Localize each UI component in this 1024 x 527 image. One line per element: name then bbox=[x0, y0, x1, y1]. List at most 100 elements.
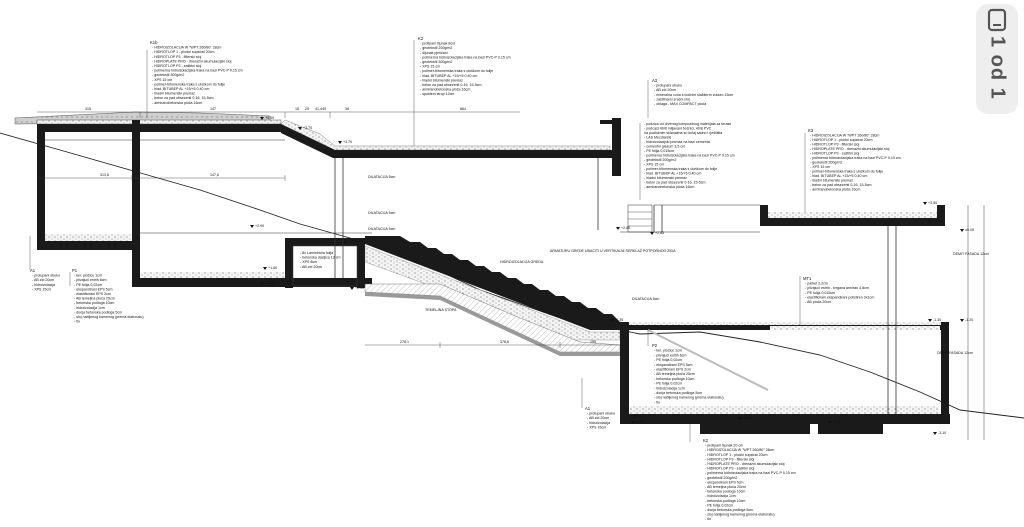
level-label: +4.00 bbox=[265, 116, 274, 120]
level-marker-icon bbox=[260, 282, 264, 285]
label-armatura: ARMATURU GREDE UBACITI U VERTIKALNI SERK… bbox=[550, 248, 676, 253]
dimension-label: 41,4 bbox=[315, 107, 322, 111]
level-label: +2.90 bbox=[255, 224, 264, 228]
spec-line: - PE folija 0,02cm bbox=[705, 503, 733, 507]
dimension-label: 147 bbox=[210, 107, 216, 111]
dimension-label: 315 bbox=[85, 107, 91, 111]
spec-line: na podložnim sklanaima su kulaj sadno i … bbox=[644, 131, 722, 135]
level-marker-icon bbox=[631, 421, 635, 424]
dimension-label: 45 bbox=[322, 107, 326, 111]
spec-line: - HIDROTLOP P3 - filterski sloj bbox=[152, 55, 201, 59]
spec-line: - tlo bbox=[74, 320, 80, 324]
spec-line: - polimerna hidroizolacijska traka na ba… bbox=[644, 154, 735, 158]
spec-line: - polimer-bitumenska traka s uloškom do … bbox=[810, 170, 883, 174]
spec-block-floor-right: MT1- parket 2,2cm- plivajući estrih - tv… bbox=[803, 276, 874, 304]
level-label: -1.20 bbox=[965, 318, 973, 322]
label-dilatacija-d: DILATACIJA 5cm bbox=[632, 297, 659, 301]
label-dilatacija-a: DILATACIJA 5cm bbox=[368, 175, 395, 179]
spec-line: - HIDROIZOLACIJA W "WPT 260/80" 28cm bbox=[810, 134, 879, 138]
spec-block-roof-left: K1b- HIDROIZOLACIJA W "WPT 260/80" 28cm-… bbox=[150, 40, 243, 105]
spec-line: - AB temeljna ploča 25cm bbox=[74, 297, 115, 301]
spec-line: - podzica od drvenog kompozitnog materij… bbox=[644, 122, 731, 126]
spec-line: - hladni bitumenski premaz bbox=[810, 179, 853, 183]
spec-tag: A1 bbox=[30, 268, 36, 273]
spec-line: - plivajući estrih 6cm bbox=[74, 278, 107, 282]
spec-line: - HIDROTLOP P3 - filterski sloj bbox=[705, 457, 754, 461]
spec-line: - tlo bbox=[705, 517, 711, 521]
spec-line: - HIDROTLOP P3 - filterski sloj bbox=[810, 143, 859, 147]
spec-line: - AB zid 20cm bbox=[300, 265, 322, 269]
spec-block-wall-left: A1- protupani obuko- AB zid 20cm- hidroi… bbox=[30, 268, 60, 291]
spec-line: - ekspandirani EPS 5cm bbox=[74, 287, 113, 291]
spec-line: - HIDROTLOP P3 - zaštitni sloj bbox=[152, 64, 201, 68]
level-marker-icon bbox=[923, 202, 927, 205]
spec-line: - AB temeljna ploča 25cm bbox=[654, 372, 695, 376]
spec-line: - HIDROTLOP 1 - plodni supstrat 20cm bbox=[152, 50, 214, 54]
spec-line: - HIDROTLOP P3 - zaštitni sloj bbox=[810, 152, 859, 156]
level-marker-icon bbox=[633, 415, 637, 418]
spec-line: - spušteni strop 12cm bbox=[420, 92, 454, 96]
dimension-label: 25 bbox=[305, 107, 309, 111]
level-label: -1.30 bbox=[933, 318, 941, 322]
page-counter[interactable]: 1 od 1 bbox=[976, 4, 1018, 114]
spec-tag: P1 bbox=[72, 268, 78, 273]
spec-line: - hlad. BITUBEP AL +15/+5 0,40 cm bbox=[810, 174, 867, 178]
spec-line: - hidroizolacija bbox=[587, 421, 610, 425]
level-label: -3.10 bbox=[938, 431, 946, 435]
spec-line: - ker. pločice 1cm bbox=[74, 274, 102, 278]
spec-tag: A3 bbox=[652, 78, 658, 83]
level-label: +1.90 bbox=[348, 240, 357, 244]
spec-line: - elastificirani ekspandirani polistiren… bbox=[805, 295, 874, 299]
level-label: +3.50 bbox=[928, 201, 937, 205]
spec-line: - zaštitnarni zračni sloj bbox=[654, 97, 690, 101]
spec-line: - sloj nabijenog kamenog (prema elaborat… bbox=[654, 396, 724, 400]
spec-line: - hladni bitumenski premaz bbox=[420, 78, 463, 82]
level-marker-icon bbox=[960, 229, 964, 232]
dimension-label: 278,1 bbox=[400, 340, 409, 344]
spec-line: - donja betonska podloga 5cm bbox=[74, 310, 122, 314]
spec-line: - beton za pad obsezenti 0-16, 15-5cm bbox=[644, 181, 706, 185]
level-marker-icon bbox=[828, 421, 832, 424]
label-dilatacija-b: DILATACIJA 5cm bbox=[368, 211, 395, 215]
level-label: -3.05 bbox=[743, 416, 751, 420]
dimension-label: 378,6 bbox=[500, 340, 509, 344]
spec-line: - hladni bitumenski premaz bbox=[644, 176, 687, 180]
terrain-line bbox=[0, 132, 1024, 419]
level-label: ±0.00 bbox=[965, 228, 974, 232]
spec-block-floor-lower: P2- ker. pločice 1cm- plivajući estrih 6… bbox=[652, 343, 724, 404]
level-marker-icon bbox=[616, 227, 620, 230]
spec-line: - parket 2,2cm bbox=[805, 282, 828, 286]
level-label: +3.70 bbox=[303, 126, 312, 130]
spec-line: - HIDROPLATE PRO - drenažni akumulacijsk… bbox=[705, 462, 785, 466]
spec-line: - polimerna hidroizolacijska traka na ba… bbox=[152, 69, 243, 73]
spec-tag: K2 bbox=[703, 438, 709, 443]
spec-block-roof-right: K3- HIDROIZOLACIJA W "WPT 260/80" 28cm- … bbox=[808, 128, 901, 192]
spec-line: - hlad. BITUBEP AL +15/+5 0,40 cm bbox=[644, 172, 701, 176]
dimension-label: 18 bbox=[295, 107, 299, 111]
spec-line: - betonska podloga 10cm bbox=[654, 377, 694, 381]
spec-line: - armiranobetonska ploča 16cm bbox=[152, 101, 202, 105]
spec-line: - hidroizolacija 1cm bbox=[705, 494, 736, 498]
spec-line: - beton za pad obsezenti 0-16, 15-5cm bbox=[420, 83, 482, 87]
spec-line: - PE folija 0,02cm bbox=[74, 283, 102, 287]
label-demit-b: DEMIT FASADA 12cm bbox=[937, 351, 973, 355]
spec-line: - sloj nabijenog kamenog (prema elaborat… bbox=[74, 315, 144, 319]
spec-line: - oblaga - MAX COMPACT ploča bbox=[654, 102, 706, 106]
level-marker-icon bbox=[343, 241, 347, 244]
level-marker-icon bbox=[250, 225, 254, 228]
level-label: +0.80 bbox=[265, 281, 274, 285]
level-marker-icon bbox=[928, 220, 932, 223]
spec-line: - XPS 15 cm bbox=[152, 78, 172, 82]
spec-line: - HIDROPLATE PRO - drenažni akumulacijsk… bbox=[810, 147, 890, 151]
spec-line: - geotekstil 200g/m2 bbox=[644, 158, 676, 162]
spec-line: - ekspandirani EPS 5cm bbox=[654, 363, 693, 367]
spec-line: - ekspandirani EPS 5cm bbox=[705, 480, 744, 484]
annotation-labels: DILATACIJA 5cm DILATACIJA 5cm DILATACIJA… bbox=[368, 175, 989, 355]
level-label: -1.35 bbox=[636, 420, 644, 424]
dimension-label: 155 bbox=[590, 340, 596, 344]
spec-line: - HIDROIZOLACIJA W "WPT 260/80" 28cm bbox=[705, 448, 774, 452]
level-marker-icon bbox=[338, 141, 342, 144]
spec-line: - AB ploča 20cm bbox=[805, 300, 831, 304]
level-marker-icon bbox=[298, 127, 302, 130]
spec-line: - šljunak pješčani bbox=[420, 51, 448, 55]
